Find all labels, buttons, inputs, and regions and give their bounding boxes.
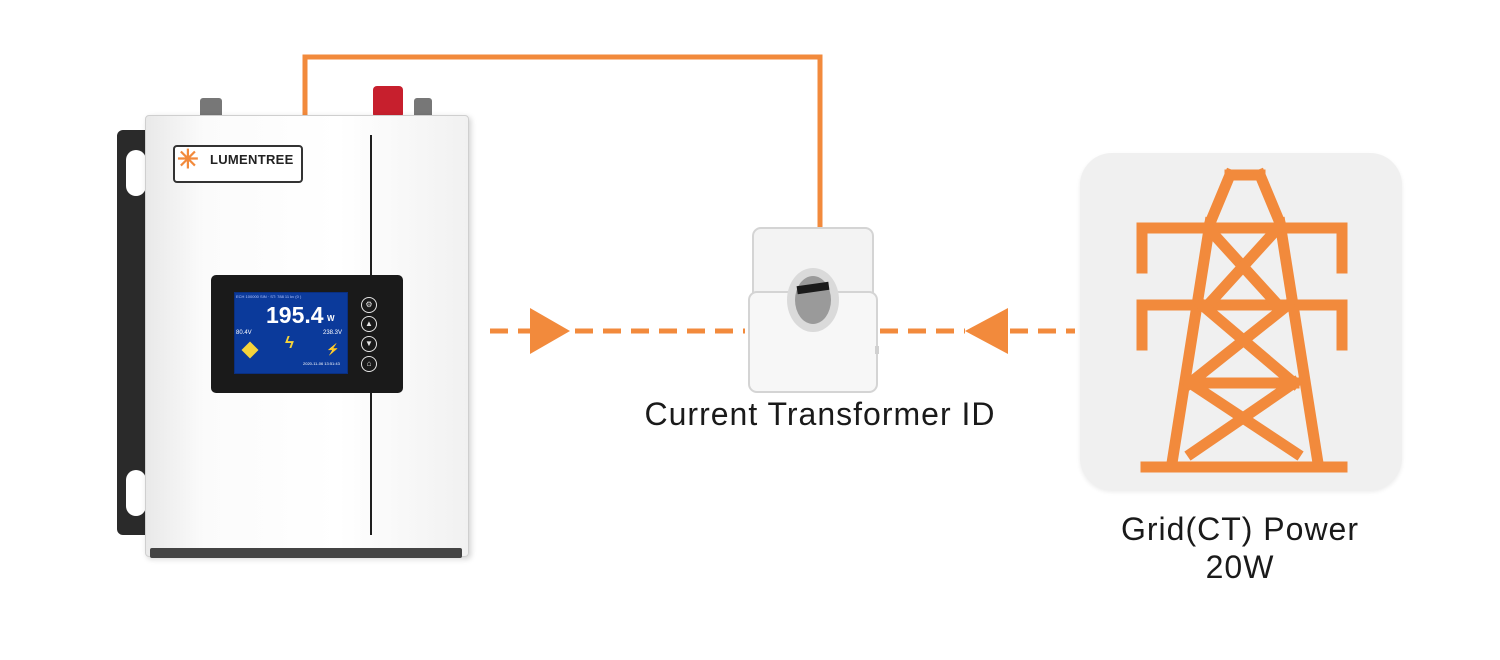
down-button[interactable]: ▼ [361, 336, 377, 352]
grid-icon-tile [1080, 153, 1402, 490]
home-button[interactable]: ⌂ [361, 356, 377, 372]
lcd-power-value: 195.4 [266, 302, 324, 328]
up-button[interactable]: ▲ [361, 316, 377, 332]
lcd-left-voltage: 80.4V [236, 330, 252, 336]
arrow-right-icon [530, 308, 570, 354]
brand-name: LUMENTREE [210, 152, 294, 167]
current-transformer-icon [748, 227, 879, 393]
lcd-header: ECH 100000 SIN · ST: 788 11 kv (0 ) [236, 294, 302, 299]
ct-signal-wire [302, 54, 823, 228]
lcd-right-voltage: 238.3V [323, 330, 343, 336]
ct-label: Current Transformer ID [644, 396, 996, 432]
grid-power-value: 20W [1205, 549, 1275, 585]
power-tower-icon [1136, 167, 1348, 473]
lightning-icon: ϟ [285, 333, 294, 352]
terminal-connector-icon [414, 98, 432, 118]
antenna-connector-icon [200, 98, 222, 118]
mount-slot [126, 150, 146, 196]
settings-button[interactable]: ⚙ [361, 297, 377, 313]
lcd-display [234, 292, 348, 374]
arrow-left-icon [965, 308, 1008, 354]
grid-plug-icon: ⚡ [326, 344, 340, 356]
grid-power-label: Grid(CT) Power 20W [1090, 510, 1390, 586]
mount-slot [126, 470, 146, 516]
lcd-footer: 2020-11-06 13:51:43 [303, 361, 340, 366]
sun-logo-icon: ✳ [177, 144, 199, 174]
lcd-power-unit: W [327, 314, 335, 323]
grid-power-title: Grid(CT) Power [1120, 511, 1359, 547]
brand-logo [173, 145, 303, 183]
dc-terminal-icon [373, 86, 403, 118]
inverter-bottom-ports [150, 548, 462, 558]
